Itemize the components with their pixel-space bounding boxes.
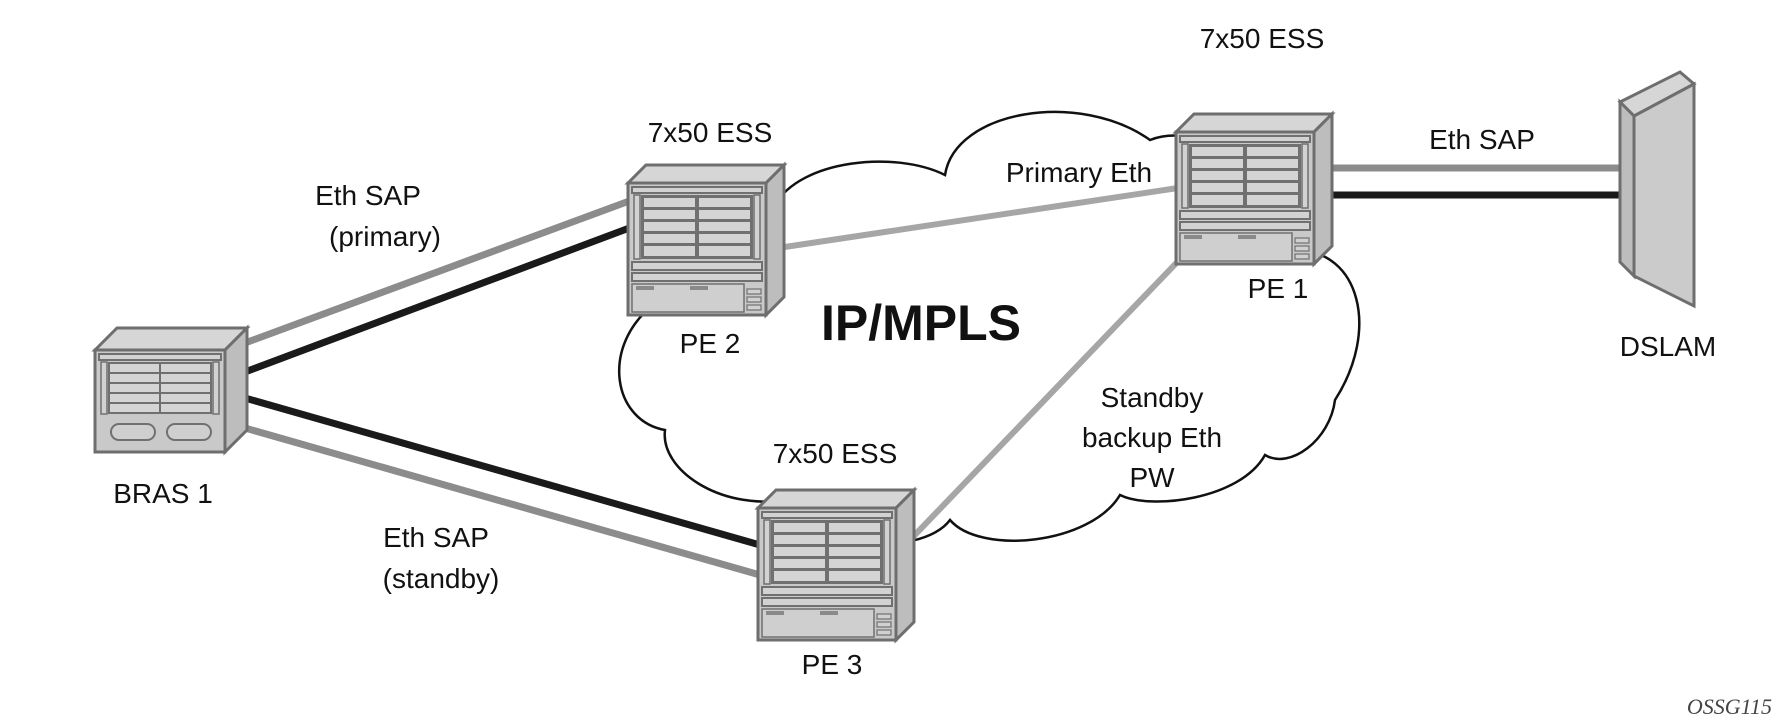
pe-3-model-label: 7x50 ESS [773,438,898,469]
bras-pe3-gray-link [244,424,761,579]
pe-3-device[interactable] [756,488,916,642]
bras-1-label: BRAS 1 [113,478,213,509]
standby-pw-label-line3: PW [1129,462,1175,493]
bras-1-device[interactable] [91,324,251,456]
primary-sap-label-line2: (primary) [329,221,441,252]
dslam-device[interactable] [1617,70,1697,309]
pe-1-model-label: 7x50 ESS [1200,23,1325,54]
standby-sap-label-line1: Eth SAP [383,522,489,553]
bras-pe2-black-link [243,223,634,376]
pe-2-label: PE 2 [680,328,741,359]
standby-pw-label-line2: backup Eth [1082,422,1222,453]
pe-1-label: PE 1 [1248,273,1309,304]
standby-pw-link [907,252,1187,543]
bras-pe3-black-link [244,394,761,549]
standby-sap-label-line2: (standby) [383,563,500,594]
ip-mpls-cloud [617,110,1361,546]
links [243,164,1622,579]
dslam-sap-label: Eth SAP [1429,124,1535,155]
primary-pw-link [777,185,1179,251]
standby-pw-label-line1: Standby [1101,382,1204,413]
pe-2-device[interactable] [626,163,786,317]
ip-mpls-label: IP/MPLS [821,295,1021,351]
pe-3-label: PE 3 [802,649,863,680]
pe-2-model-label: 7x50 ESS [648,117,773,148]
bras-pe2-gray-link [243,196,634,347]
figure-id: OSSG115 [1687,694,1772,719]
primary-pw-label: Primary Eth [1006,157,1152,188]
dslam-label: DSLAM [1620,331,1716,362]
primary-sap-label-line1: Eth SAP [315,180,421,211]
pe-1-device[interactable] [1174,112,1334,266]
